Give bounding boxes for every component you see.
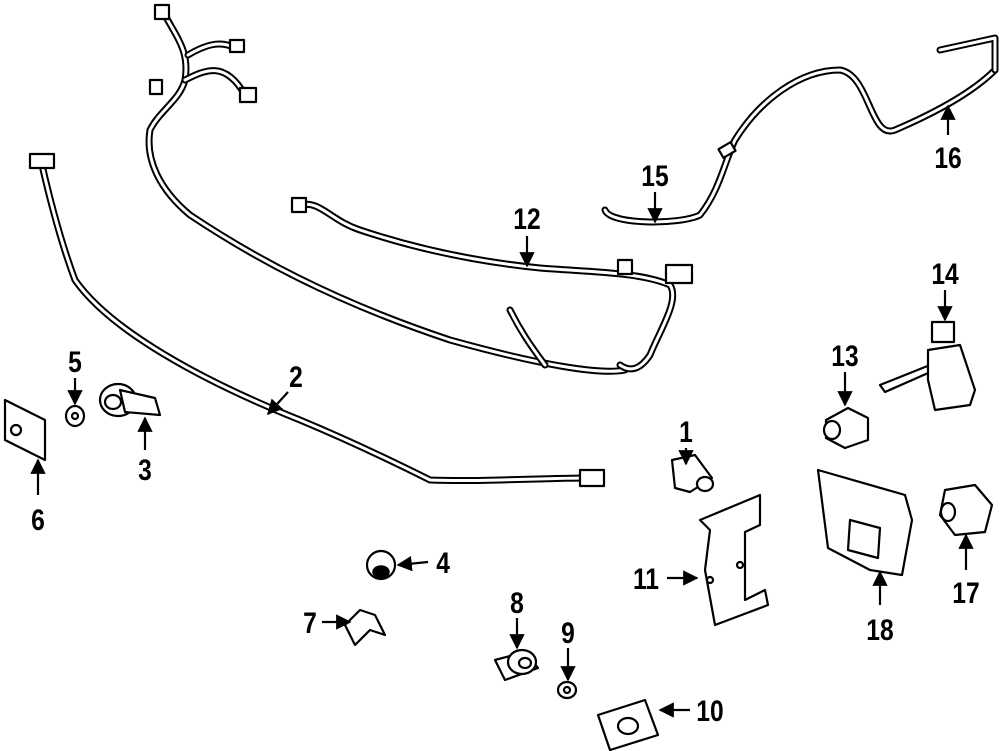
callout-11: 11 (633, 562, 659, 596)
callout-8: 8 (510, 586, 524, 620)
part-12-harness (290, 196, 694, 373)
callout-13: 13 (831, 339, 858, 373)
part-6-bracket (3, 398, 47, 462)
callout-2: 2 (289, 360, 303, 394)
callout-5: 5 (68, 345, 82, 379)
part-13-sensor (822, 406, 870, 450)
part-7-clip (343, 608, 387, 647)
callout-7: 7 (303, 606, 317, 640)
part-15-16-cable (601, 34, 999, 226)
part-17-sensor (938, 483, 994, 537)
part-4-grommet (365, 549, 397, 581)
part-10-bezel (596, 698, 660, 751)
part-3-sensor (98, 382, 162, 418)
callout-6: 6 (31, 503, 45, 537)
part-1-sensor (670, 453, 715, 494)
part-8-sensor (493, 648, 540, 682)
callout-12: 12 (513, 202, 540, 236)
callout-14: 14 (931, 257, 959, 291)
callout-labels: 1 2 3 4 5 6 7 8 9 10 11 12 13 14 15 16 1… (31, 141, 980, 728)
part-18-bracket (816, 468, 914, 577)
callout-9: 9 (561, 616, 575, 650)
callout-4: 4 (436, 546, 450, 580)
callout-16: 16 (934, 141, 961, 175)
part-5-ring (64, 404, 86, 428)
upper-harness (145, 3, 629, 375)
callout-15: 15 (641, 159, 668, 193)
callout-10: 10 (696, 694, 723, 728)
callout-1: 1 (679, 415, 693, 449)
leader-lines (30, 104, 974, 718)
part-11-bracket (698, 493, 770, 627)
callout-17: 17 (952, 576, 979, 610)
part-2-harness (28, 152, 606, 488)
callout-3: 3 (138, 453, 152, 487)
part-9-ring (556, 680, 578, 700)
part-14-bracket (878, 320, 977, 412)
callout-18: 18 (866, 613, 893, 647)
